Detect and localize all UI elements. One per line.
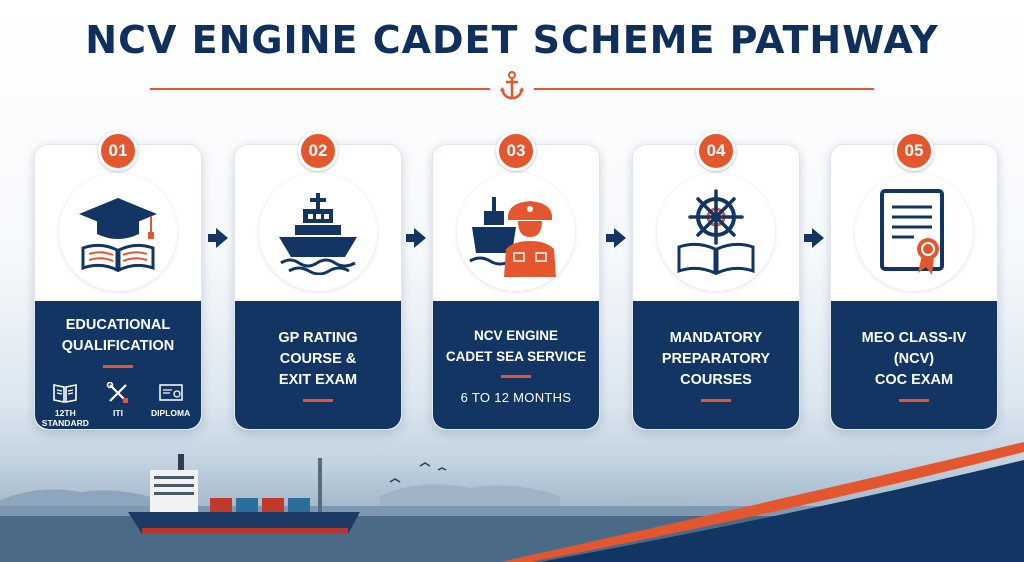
step-icon-container <box>59 173 177 291</box>
book-icon <box>53 384 78 403</box>
step-label-box: GP RATING COURSE & EXIT EXAM <box>235 301 401 429</box>
option-label: ITI <box>113 408 123 418</box>
step-label-box: EDUCATIONAL QUALIFICATION 12TH STANDARD … <box>35 301 201 429</box>
graduation-cap-book-icon <box>79 198 157 272</box>
title-divider-left <box>150 88 490 90</box>
ship-sea-background <box>0 442 1024 562</box>
step-number-badge: 05 <box>894 131 934 171</box>
option-label: DIPLOMA <box>151 408 191 418</box>
label-rule <box>303 399 333 402</box>
anchor-icon <box>500 71 524 100</box>
step-label-box: NCV ENGINE CADET SEA SERVICE 6 TO 12 MON… <box>433 301 599 429</box>
step-number-badge: 03 <box>496 131 536 171</box>
step-number-badge: 01 <box>98 131 138 171</box>
helm-book-icon <box>677 189 755 275</box>
certificate-medal-icon <box>880 189 944 275</box>
qualification-options: 12TH STANDARD ITI DIPLOMA <box>35 382 201 428</box>
step-icon-container <box>855 173 973 291</box>
step-label: MEO CLASS-IV (NCV) COC EXAM <box>861 330 967 388</box>
arrow-right-icon <box>606 228 626 248</box>
step-card-2: 02 GP RATING COURSE & EXIT EXAM <box>234 131 402 430</box>
step-icon-container <box>259 173 377 291</box>
step-label: GP RATING COURSE & EXIT EXAM <box>278 330 358 388</box>
step-label-box: MANDATORY PREPARATORY COURSES <box>633 301 799 429</box>
arrow-right-icon <box>804 228 824 248</box>
step-icon-container <box>657 173 775 291</box>
option-iti: ITI <box>92 382 144 428</box>
title-divider-right <box>534 88 874 90</box>
option-12th-standard: 12TH STANDARD <box>39 382 91 428</box>
label-rule <box>103 365 133 368</box>
step-card-4: 04 MANDATORY PREPARATORY COURSES <box>632 131 800 430</box>
step-label: NCV ENGINE CADET SEA SERVICE <box>445 328 587 364</box>
option-label: 12TH STANDARD <box>41 408 89 428</box>
step-card-1: 01 EDUCATIONAL QUALIFICATION 12TH STANDA… <box>34 131 202 430</box>
arrow-right-icon <box>208 228 228 248</box>
option-diploma: DIPLOMA <box>145 382 197 428</box>
label-rule <box>899 399 929 402</box>
step-label-box: MEO CLASS-IV (NCV) COC EXAM <box>831 301 997 429</box>
ship-icon <box>279 193 357 275</box>
page-title: NCV ENGINE CADET SCHEME PATHWAY <box>85 18 939 62</box>
step-number-badge: 04 <box>696 131 736 171</box>
label-rule <box>501 375 531 378</box>
step-card-5: 05 MEO CLASS-IV (NCV) COC EXAM <box>830 131 998 430</box>
ship-cadet-icon <box>469 197 556 277</box>
step-label: MANDATORY PREPARATORY COURSES <box>661 330 771 388</box>
duration-text: 6 TO 12 MONTHS <box>460 390 572 405</box>
step-icon-container <box>457 173 575 291</box>
label-rule <box>701 399 731 402</box>
step-number-badge: 02 <box>298 131 338 171</box>
step-card-3: 03 NCV ENGINE CADET SEA SERVICE 6 TO 12 … <box>432 131 600 430</box>
step-label: EDUCATIONAL QUALIFICATION <box>61 317 175 354</box>
arrow-right-icon <box>406 228 426 248</box>
tools-icon <box>106 382 128 403</box>
certificate-icon <box>158 384 183 401</box>
